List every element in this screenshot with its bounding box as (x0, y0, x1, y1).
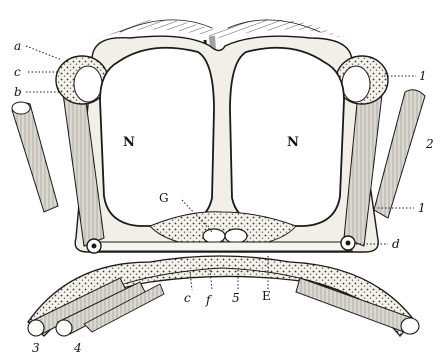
label-d: d (392, 237, 400, 251)
label-a: a (14, 39, 21, 53)
label-f: f (205, 293, 213, 307)
label-c-bottom: c (184, 291, 191, 305)
left-bar-ring-center (92, 244, 97, 249)
label-E: E (262, 289, 271, 303)
label-G: G (159, 191, 169, 205)
label-3: 3 (32, 341, 40, 355)
label-2: 2 (425, 137, 434, 151)
bottom-right-cylinder-end (401, 318, 419, 334)
left-top-section-inner (74, 66, 102, 102)
bottom-left-cylinder-4-end (56, 320, 72, 336)
right-bar-ring-center (346, 241, 351, 246)
label-5: 5 (232, 291, 240, 305)
label-b: b (14, 85, 22, 99)
label-c-left: c (14, 65, 21, 79)
label-1-mid-right: 1 (418, 201, 426, 215)
left-outer-cylinder (12, 103, 58, 212)
label-1-top-right: 1 (419, 69, 427, 83)
left-outer-cylinder-end (12, 102, 30, 114)
ganglion-left-lobe (203, 229, 225, 243)
left-chamber (100, 48, 214, 226)
label-N-left: N (123, 135, 135, 150)
ganglion-right-lobe (225, 229, 247, 243)
label-N-right: N (287, 135, 299, 150)
right-outer-cylinder (374, 90, 425, 218)
bottom-left-cylinder-3-end (28, 320, 44, 336)
label-4: 4 (73, 341, 82, 355)
horizontal-bar (92, 242, 352, 251)
right-top-section-inner (342, 66, 370, 102)
